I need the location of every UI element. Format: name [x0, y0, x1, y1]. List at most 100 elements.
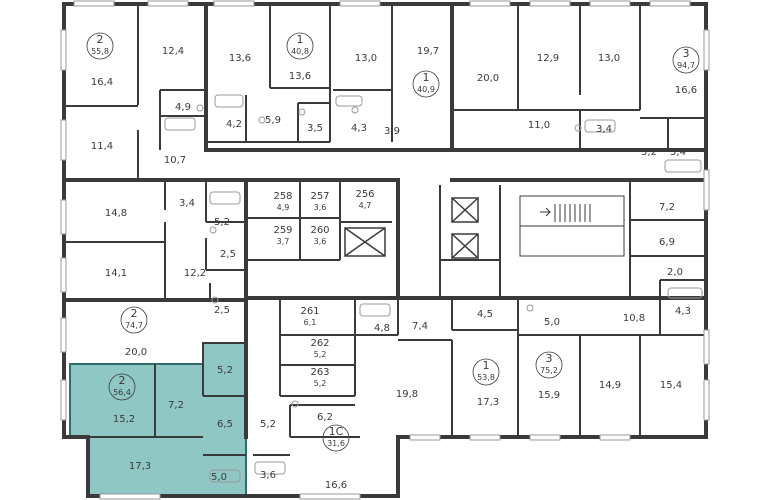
room-label-r-2-5-b: 2,5	[214, 305, 230, 316]
room-area: 13,6	[289, 71, 311, 82]
unit-number: 261	[300, 306, 319, 317]
apartment-badge	[86, 32, 114, 60]
room-area: 16,6	[325, 480, 347, 491]
room-area: 14,1	[105, 268, 127, 279]
apartment-badge	[108, 373, 136, 401]
room-area: 3,4	[179, 198, 195, 209]
room-area: 3,6	[260, 470, 276, 481]
unit-number: 2	[131, 307, 138, 320]
room-label-r-4-5: 4,5	[477, 309, 493, 320]
room-label-r-13-6-a: 13,6	[229, 53, 251, 64]
room-label-u-1-40-8[interactable]: 140,8	[286, 32, 314, 60]
room-label-r-11-4: 11,4	[91, 141, 113, 152]
room-area: 5,0	[544, 317, 560, 328]
room-label-r-6-2: 6,2	[317, 412, 333, 423]
room-area: 16,6	[675, 85, 697, 96]
room-label-u-1-53-8[interactable]: 153,8	[472, 358, 500, 386]
room-label-r-12-2: 12,2	[184, 268, 206, 279]
unit-number: 1С	[329, 425, 344, 438]
unit-area: 4,9	[277, 203, 290, 212]
unit-number: 1	[423, 71, 430, 84]
room-area: 11,4	[91, 141, 113, 152]
room-area: 7,2	[168, 400, 184, 411]
room-area: 2,0	[667, 267, 683, 278]
unit-number: 262	[310, 338, 329, 349]
room-label-r-17-3-mid: 17,3	[477, 397, 499, 408]
unit-area: 6,1	[304, 318, 317, 327]
room-label-r-6-5: 6,5	[217, 419, 233, 430]
room-label-r-12-4-top: 12,4	[162, 46, 184, 57]
room-area: 14,9	[599, 380, 621, 391]
room-label-r-13-6-b: 13,6	[289, 71, 311, 82]
room-label-u-3-75-2[interactable]: 375,2	[535, 351, 563, 379]
unit-area: 53,8	[477, 373, 495, 382]
unit-area: 40,9	[417, 85, 435, 94]
room-label-u-2-74-7[interactable]: 274,7	[120, 306, 148, 334]
room-area: 17,3	[129, 461, 151, 472]
room-area: 19,8	[396, 389, 418, 400]
room-area: 16,4	[91, 77, 113, 88]
room-area: 5,2	[641, 147, 657, 158]
room-area: 4,3	[675, 306, 691, 317]
unit-area: 31,6	[327, 439, 345, 448]
room-label-r-15-2: 15,2	[113, 414, 135, 425]
room-label-r-20-0-top: 20,0	[477, 73, 499, 84]
room-area: 4,9	[175, 102, 191, 113]
room-area: 4,2	[226, 119, 242, 130]
room-label-u-2-56-4[interactable]: 256,4	[108, 373, 136, 401]
unit-area: 40,8	[291, 47, 309, 56]
room-label-r-16-6-right: 16,6	[675, 85, 697, 96]
room-area: 5,0	[211, 472, 227, 483]
room-area: 3,4	[596, 124, 612, 135]
apartment-badge	[472, 358, 500, 386]
room-label-r-3-4-left: 3,4	[179, 198, 195, 209]
unit-number: 1	[483, 359, 490, 372]
room-label-r-17-3-hl: 17,3	[129, 461, 151, 472]
room-area: 3,5	[307, 123, 323, 134]
room-label-r-16-4: 16,4	[91, 77, 113, 88]
unit-area: 3,7	[277, 237, 290, 246]
room-label-r-2-0: 2,0	[667, 267, 683, 278]
room-label-r-13-0-a: 13,0	[355, 53, 377, 64]
unit-number: 3	[683, 47, 690, 60]
room-area: 5,4	[670, 147, 686, 158]
bathroom-fixtures	[164, 94, 703, 483]
room-label-r-3-6: 3,6	[260, 470, 276, 481]
room-area: 4,3	[351, 123, 367, 134]
room-label-r-6-9: 6,9	[659, 237, 675, 248]
room-label-r-7-2-right: 7,2	[659, 202, 675, 213]
room-label-r-14-8: 14,8	[105, 208, 127, 219]
unit-area: 3,6	[314, 203, 327, 212]
room-label-r-14-1: 14,1	[105, 268, 127, 279]
unit-area: 75,2	[540, 366, 558, 375]
unit-number: 2	[119, 374, 126, 387]
room-label-r-3-5: 3,5	[307, 123, 323, 134]
room-label-r-5-0-mid: 5,0	[544, 317, 560, 328]
unit-number: 256	[355, 189, 374, 200]
unit-number: 260	[310, 225, 329, 236]
room-area: 20,0	[477, 73, 499, 84]
room-area: 14,8	[105, 208, 127, 219]
room-label-r-2-5-a: 2,5	[220, 249, 236, 260]
room-area: 20,0	[125, 347, 147, 358]
unit-area: 74,7	[125, 321, 143, 330]
room-label-u-3-94-7[interactable]: 394,7	[672, 46, 700, 74]
room-label-r-19-8: 19,8	[396, 389, 418, 400]
room-area: 5,9	[265, 115, 281, 126]
room-label-r-7-4: 7,4	[412, 321, 428, 332]
room-label-u-top-left[interactable]: 255,8	[86, 32, 114, 60]
unit-number: 263	[310, 367, 329, 378]
unit-area: 94,7	[677, 61, 695, 70]
room-label-u-1-40-9[interactable]: 140,9	[412, 70, 440, 98]
staircase	[519, 195, 625, 257]
room-label-r-15-4: 15,4	[660, 380, 682, 391]
room-label-r-15-9: 15,9	[538, 390, 560, 401]
room-area: 6,9	[659, 237, 675, 248]
room-area: 4,8	[374, 323, 390, 334]
